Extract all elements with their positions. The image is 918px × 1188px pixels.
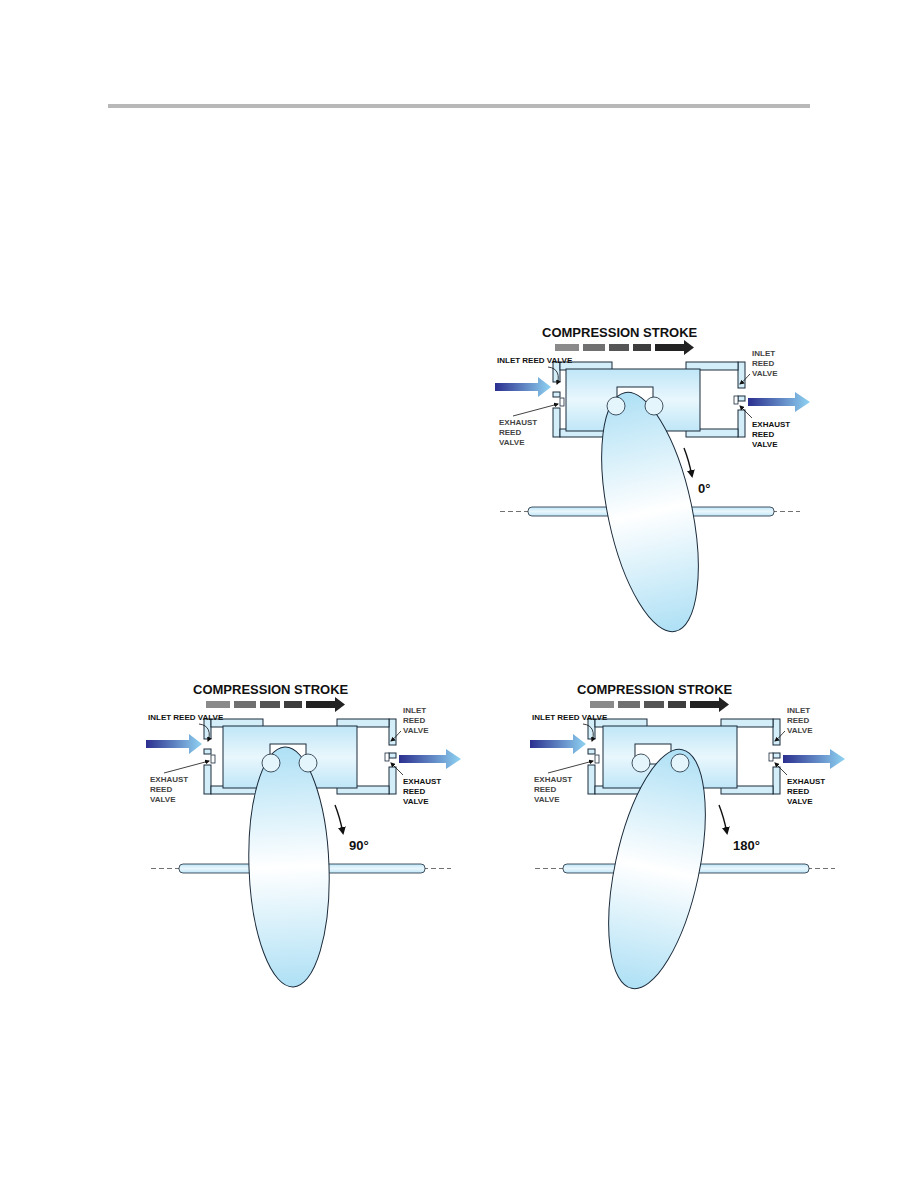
- valve-label: EXHAUST REED VALVE: [787, 777, 831, 807]
- valve-label: EXHAUST REED VALVE: [752, 420, 796, 450]
- valve-label: INLET REED VALVE: [787, 706, 823, 736]
- stroke-title: COMPRESSION STROKE: [577, 682, 732, 697]
- valve-label: EXHAUST REED VALVE: [403, 777, 447, 807]
- valve-label: INLET REED VALVE: [752, 349, 788, 379]
- valve-label: EXHAUST REED VALVE: [150, 775, 194, 805]
- angle-label: 0°: [698, 481, 710, 496]
- stroke-title: COMPRESSION STROKE: [542, 325, 697, 340]
- valve-label: EXHAUST REED VALVE: [534, 775, 578, 805]
- header-rule: [108, 104, 810, 108]
- angle-label: 90°: [349, 838, 369, 853]
- pump-panel: [530, 697, 845, 997]
- stroke-title: COMPRESSION STROKE: [193, 682, 348, 697]
- pump-panel: [495, 340, 810, 640]
- angle-label: 180°: [733, 838, 760, 853]
- valve-label: INLET REED VALVE: [403, 706, 439, 736]
- valve-label: INLET REED VALVE: [497, 356, 572, 366]
- pump-panel: [146, 697, 461, 988]
- valve-label: EXHAUST REED VALVE: [499, 418, 543, 448]
- valve-label: INLET REED VALVE: [148, 713, 223, 723]
- valve-label: INLET REED VALVE: [532, 713, 607, 723]
